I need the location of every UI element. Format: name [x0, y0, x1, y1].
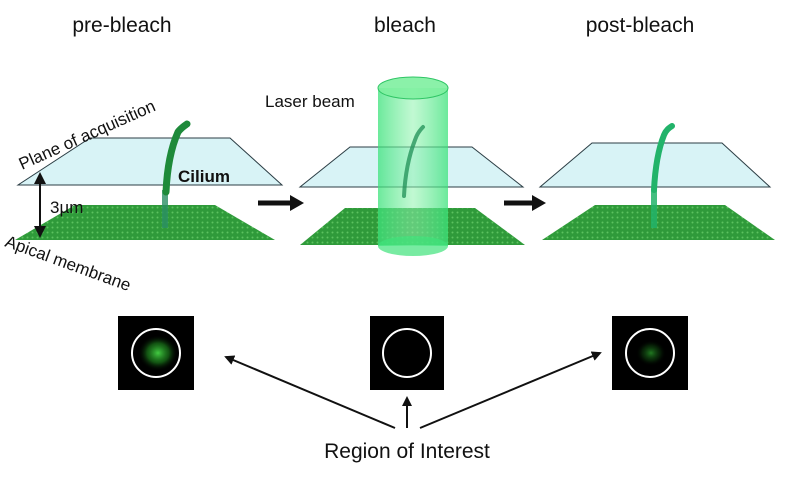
- stage-title-pre-bleach: pre-bleach: [72, 14, 171, 37]
- cilium-base-pre: [162, 190, 168, 228]
- cilium-bleached: [402, 125, 425, 198]
- roi-image-bleach: [370, 316, 444, 390]
- apical-membrane-label: Apical membrane: [3, 232, 134, 295]
- transition-arrow-1-head: [290, 195, 304, 211]
- cilium-base-post: [651, 190, 657, 228]
- laser-beam-label: Laser beam: [265, 92, 355, 111]
- panel-post-bleach: [538, 123, 775, 240]
- apical-membrane-post: [542, 205, 775, 240]
- cilium-post: [651, 123, 675, 193]
- acquisition-plane-pre: [16, 137, 284, 186]
- panel-bleach: Laser beam: [265, 76, 525, 256]
- distance-arrow-up-head: [34, 172, 46, 184]
- apical-membrane-pre: [15, 205, 275, 240]
- distance-label: 3µm: [50, 198, 83, 217]
- roi-pointer-arrow-right: [419, 351, 602, 429]
- stage-title-post-bleach: post-bleach: [586, 14, 695, 37]
- roi-image-pre-bleach: [118, 316, 194, 390]
- cilium-pre: [162, 120, 191, 196]
- cilium-label: Cilium: [178, 167, 230, 186]
- stage-title-bleach: bleach: [374, 14, 436, 37]
- distance-arrow-down-head: [34, 226, 46, 238]
- roi-image-post-bleach: [612, 316, 688, 390]
- roi-pointer-arrow-left: [224, 355, 396, 429]
- panel-pre-bleach: Cilium Plane of acquisition 3µm Apical m…: [3, 96, 284, 295]
- transition-arrow-2-head: [532, 195, 546, 211]
- region-of-interest-label: Region of Interest: [324, 440, 490, 463]
- laser-beam: [377, 76, 449, 256]
